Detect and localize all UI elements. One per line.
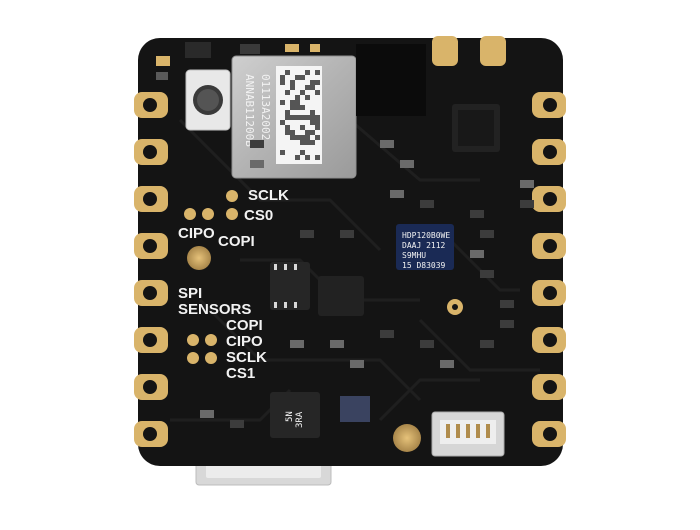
label-sensors: SENSORS (178, 301, 251, 318)
chip-line-3: S9MHU (402, 251, 426, 260)
chip-line-1: HDP120B0WE (402, 231, 450, 240)
label-sclk: SCLK (226, 349, 267, 366)
shield-line-1: ANNAB11200B (243, 74, 256, 147)
label-copi-top: COPI (218, 233, 255, 250)
sensor-chip: HDP120B0WE DAAJ 2112 S9MHU 15 D83039 (396, 224, 454, 270)
shield-line-2: 01113A2002 (259, 74, 272, 140)
spi-pads-sensors (187, 334, 217, 364)
regulator-chip: 5N 3RA (270, 392, 320, 438)
label-cipo: CIPO (226, 333, 263, 350)
small-chip-line-1: 5N (285, 411, 295, 422)
chip-line-2: DAAJ 2112 (402, 241, 446, 250)
module-shield: ANNAB11200B 01113A2002 (231, 55, 357, 179)
label-cs0: CS0 (244, 207, 273, 224)
small-chip-line-2: 3RA (295, 411, 305, 428)
label-sclk-top: SCLK (248, 187, 289, 204)
chip-line-4: 15 D83039 (402, 261, 446, 270)
edge-pads (134, 92, 566, 447)
spi-pads-top (184, 190, 238, 220)
label-cipo-top: CIPO (178, 225, 215, 242)
label-spi: SPI (178, 285, 202, 302)
fpc-connector (431, 411, 505, 457)
reset-button[interactable] (185, 69, 231, 131)
label-copi: COPI (226, 317, 263, 334)
label-cs1: CS1 (226, 365, 255, 382)
